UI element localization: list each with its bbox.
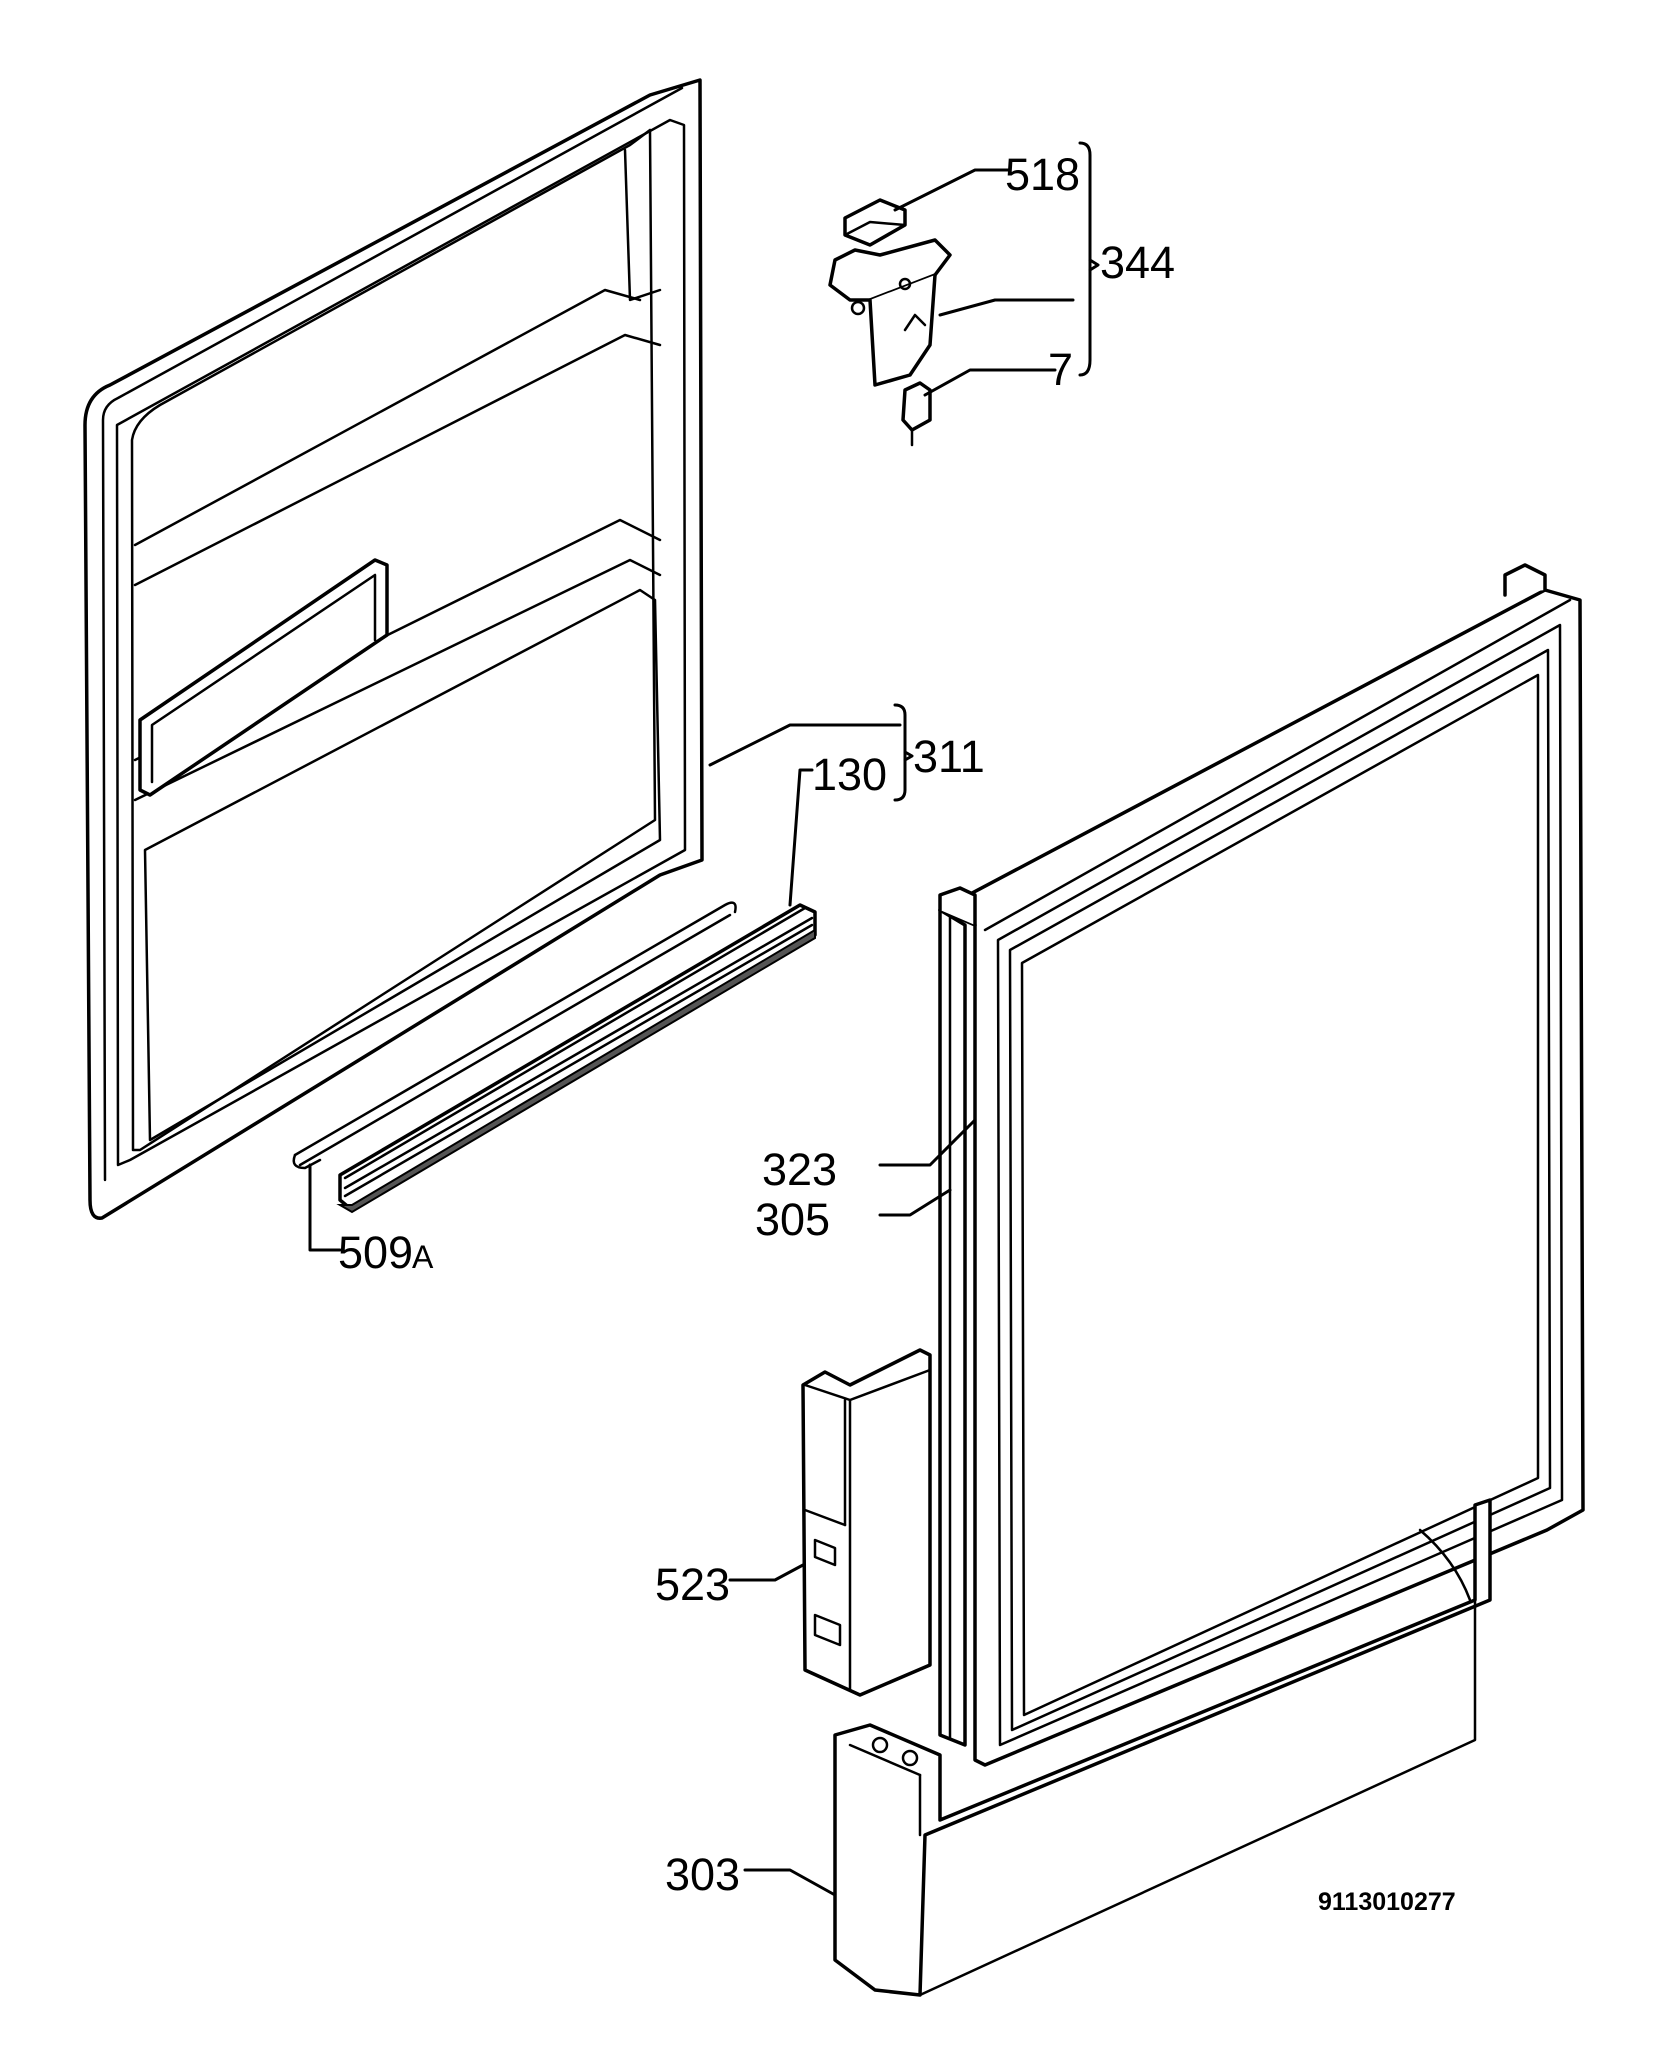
callout-130: 130	[812, 749, 887, 800]
drawing-code: 9113010277	[1318, 1888, 1456, 1916]
callout-labels: 518 344 7 311 130 509 A 323 305 523 303 …	[338, 149, 1456, 1916]
callout-311: 311	[913, 731, 985, 782]
control-box	[801, 1348, 932, 1697]
callout-303: 303	[665, 1849, 740, 1900]
callout-518: 518	[1005, 149, 1080, 200]
outer-door-frame	[938, 563, 1585, 1767]
door-seal-strip	[336, 903, 817, 1214]
door-lock-assembly	[828, 198, 952, 447]
callout-323: 323	[762, 1144, 837, 1195]
handle-recess	[138, 558, 389, 797]
callout-344: 344	[1100, 237, 1175, 288]
leader-lines	[308, 141, 1100, 1897]
callout-509-suffix: A	[412, 1239, 434, 1275]
callout-7: 7	[1048, 344, 1073, 395]
callout-509: 509	[338, 1227, 413, 1278]
bottom-kick-panel	[833, 1498, 1492, 1997]
inner-door-panel	[83, 78, 704, 1220]
callout-305: 305	[755, 1194, 830, 1245]
seal-wire	[292, 901, 737, 1170]
callout-523: 523	[655, 1559, 730, 1610]
